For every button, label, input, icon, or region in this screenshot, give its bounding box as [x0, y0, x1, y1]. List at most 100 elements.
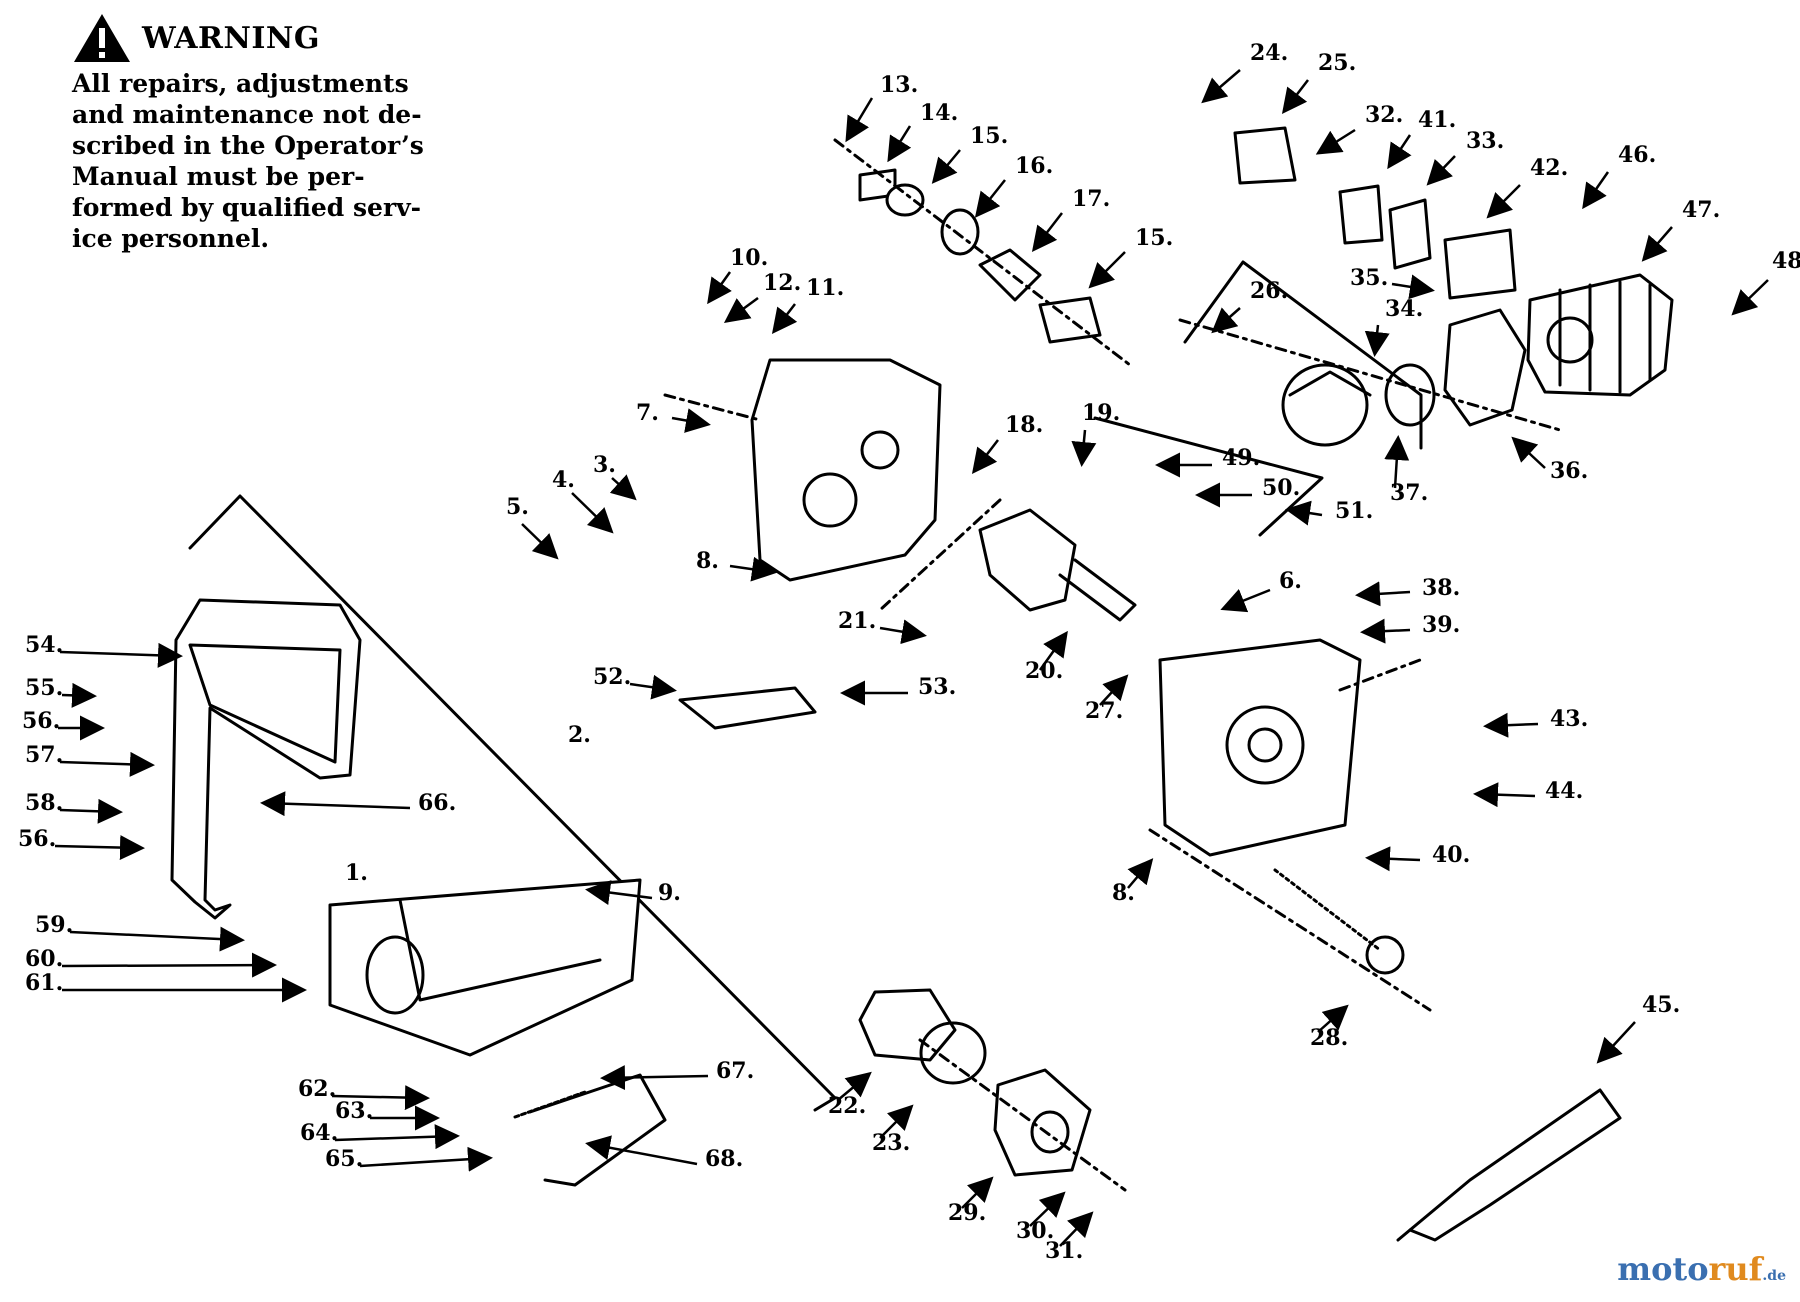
part-label: 53. — [918, 674, 956, 700]
part-label: 51. — [1335, 498, 1373, 524]
leader-arrow — [1391, 274, 1435, 300]
part-label: 35. — [1350, 265, 1388, 291]
leader-arrow — [600, 1065, 709, 1091]
leader-arrow — [1099, 674, 1129, 706]
piston-ring-part — [1384, 363, 1436, 427]
part-label: 57. — [25, 742, 63, 768]
part-label: 28. — [1310, 1025, 1348, 1051]
part-label: 34. — [1385, 296, 1423, 322]
leader-arrow — [1315, 128, 1356, 155]
part-label: 13. — [880, 72, 918, 98]
part-label: 31. — [1045, 1238, 1083, 1264]
part-label: 11. — [806, 275, 844, 301]
part-label: 50. — [1262, 475, 1300, 501]
muffler-body-part — [1388, 198, 1432, 270]
part-label: 36. — [1550, 458, 1588, 484]
leader-arrow — [1317, 1004, 1349, 1033]
part-label: 6. — [1279, 568, 1302, 594]
warning-line: formed by qualified serv- — [72, 193, 422, 222]
decal-part — [678, 686, 817, 730]
part-label: 2. — [568, 722, 591, 748]
part-label: 15. — [970, 123, 1008, 149]
leader-arrow — [1511, 436, 1546, 469]
leader-arrow — [971, 439, 999, 474]
leader-arrow — [1426, 155, 1456, 186]
leader-arrow — [1365, 846, 1421, 872]
leader-arrow — [1029, 1191, 1066, 1227]
leader-arrow — [585, 880, 653, 905]
leader-arrow — [521, 523, 559, 560]
part-label: 27. — [1085, 698, 1123, 724]
part-label: 19. — [1082, 400, 1120, 426]
leader-arrow — [1641, 226, 1673, 262]
part-label: 64. — [300, 1120, 338, 1146]
leader-arrow — [1285, 500, 1323, 526]
warning-body: All repairs, adjustments and maintenance… — [72, 68, 452, 254]
brake-band-part — [528, 1073, 667, 1187]
crankcase-right-part — [1158, 638, 1362, 857]
part-label: 48 — [1772, 248, 1800, 274]
warning-line: All repairs, adjustments — [72, 69, 409, 98]
leader-arrow — [54, 835, 145, 861]
leader-arrow — [1473, 782, 1536, 808]
warning-notice: WARNING All repairs, adjustments and mai… — [72, 12, 452, 254]
leader-arrow — [771, 303, 798, 334]
clutch-drum-part — [993, 1068, 1092, 1177]
part-label: 59. — [35, 912, 73, 938]
part-label: 20. — [1025, 658, 1063, 684]
part-label: 63. — [335, 1098, 373, 1124]
part-label: 38. — [1422, 575, 1460, 601]
part-label: 29. — [948, 1200, 986, 1226]
leader-arrow — [707, 271, 732, 305]
part-label: 56. — [18, 826, 56, 852]
part-label: 67. — [716, 1058, 754, 1084]
leader-arrow — [69, 926, 245, 952]
part-label: 22. — [828, 1093, 866, 1119]
part-label: 68. — [705, 1146, 743, 1172]
leader-arrow — [887, 125, 912, 163]
part-label: 60. — [25, 946, 63, 972]
crankcase-left-part — [750, 358, 942, 582]
leader-arrow — [1360, 618, 1411, 644]
watermark-suffix: .de — [1762, 1268, 1786, 1284]
bracket-handle-assembly — [188, 494, 837, 1112]
watermark-mid: ruf — [1708, 1250, 1763, 1288]
leader-arrow — [334, 1124, 460, 1150]
part-label: 39. — [1422, 612, 1460, 638]
leader-arrow — [1088, 251, 1126, 289]
warning-line: and maintenance not de- — [72, 100, 422, 129]
warning-title: WARNING — [142, 20, 320, 56]
leader-arrow — [1387, 134, 1412, 170]
muffler-plate-part — [1443, 228, 1517, 300]
part-label: 61. — [25, 970, 63, 996]
part-label: 44. — [1545, 778, 1583, 804]
crankshaft-part — [978, 508, 1077, 612]
cylinder-gasket-part — [1443, 308, 1527, 427]
part-label: 41. — [1418, 107, 1456, 133]
part-label: 26. — [1250, 278, 1288, 304]
leader-arrow — [59, 751, 155, 777]
part-label: 5. — [506, 494, 529, 520]
part-label: 18. — [1005, 412, 1043, 438]
part-label: 1. — [345, 860, 368, 886]
part-label: 47. — [1682, 197, 1720, 223]
part-label: 42. — [1530, 155, 1568, 181]
part-label: 40. — [1432, 842, 1470, 868]
muffler-cover-part — [1233, 126, 1297, 185]
watermark-left: moto — [1617, 1250, 1709, 1288]
warning-line: ice personnel. — [72, 224, 270, 253]
leader-arrow — [1038, 630, 1068, 671]
part-label: 56. — [22, 708, 60, 734]
part-label: 17. — [1072, 186, 1110, 212]
bracket-crank-assembly — [1093, 416, 1324, 537]
leader-arrow — [1486, 184, 1521, 219]
leader-arrow — [260, 791, 411, 817]
part-label: 12. — [763, 270, 801, 296]
part-label: 37. — [1390, 480, 1428, 506]
leader-arrow — [1211, 307, 1241, 334]
part-label: 49. — [1222, 445, 1260, 471]
leader-arrow — [931, 149, 961, 184]
cylinder-part — [1526, 273, 1674, 397]
part-label: 46. — [1618, 142, 1656, 168]
